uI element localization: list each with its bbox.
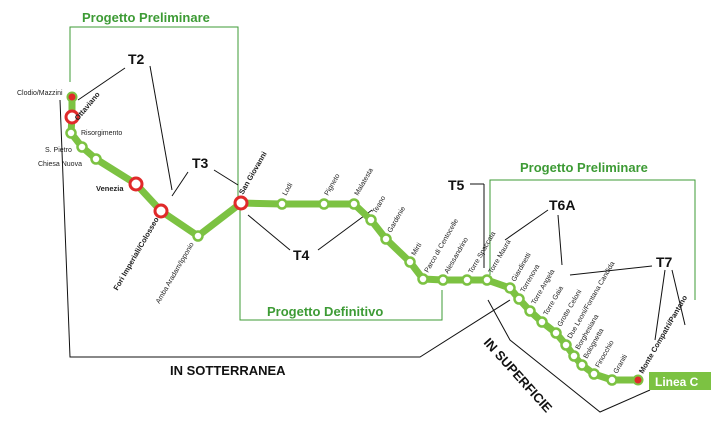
station-marker-pigneto [318, 198, 330, 210]
station-marker-due-leoni-fontana-candida [560, 339, 572, 351]
station-marker-clodio-mazzini [66, 91, 78, 103]
station-label-s-pietro: S. Pietro [45, 147, 72, 154]
station-marker-ottaviano [64, 109, 80, 125]
tratta-t4: T4 [293, 247, 310, 263]
station-marker-torrenova [513, 293, 525, 305]
station-marker-lodi [276, 198, 288, 210]
section-label-preliminare-1: Progetto Preliminare [82, 10, 210, 25]
tratta-t5: T5 [448, 177, 465, 193]
station-marker-amba-aradam-ipponio [192, 230, 204, 242]
bracket-preliminare-2 [489, 179, 696, 300]
station-label-clodio-mazzini: Clodio/Mazzini [17, 90, 63, 97]
line-badge: Linea C [649, 372, 711, 390]
bracket-preliminare-1 [69, 26, 239, 200]
station-label-gardenie: Gardenie [387, 205, 408, 234]
station-marker-giardinetti [504, 282, 516, 294]
station-label-san-giovanni: San Giovanni [237, 150, 269, 196]
tratta-t2: T2 [128, 51, 145, 67]
station-marker-teano [365, 214, 377, 226]
station-marker-chiesa-nuova [90, 153, 102, 165]
station-label-pigneto: Pigneto [324, 173, 342, 197]
bracket-definitivo [239, 210, 443, 321]
station-label-teano: Teano [372, 195, 388, 215]
section-label-preliminare-2: Progetto Preliminare [520, 160, 648, 175]
station-marker-gardenie [380, 233, 392, 245]
station-marker-parco-di-centocelle [417, 273, 429, 285]
station-label-monte-compatri-pantano: Monte Compatri/Pantano [637, 293, 689, 375]
station-label-malatesta: Malatesta [354, 167, 375, 197]
station-label-lodi: Lodi [282, 182, 295, 197]
tratta-t3: T3 [192, 155, 209, 171]
station-marker-s-pietro [76, 141, 88, 153]
station-marker-borghesiana [568, 350, 580, 362]
stations [64, 91, 644, 386]
station-marker-grotte-celoni [550, 327, 562, 339]
bracket-underground [59, 99, 511, 358]
bracket-surface [487, 299, 651, 413]
station-label-risorgimento: Risorgimento [81, 130, 122, 137]
station-marker-fori-imperiali-colosseo [153, 203, 169, 219]
zone-brackets [59, 99, 651, 413]
tratta-t6a: T6A [549, 197, 575, 213]
station-marker-mirti [404, 256, 416, 268]
station-label-ottaviano: Ottaviano [73, 90, 102, 123]
station-marker-torre-angela [524, 305, 536, 317]
station-marker-alessandrino [437, 274, 449, 286]
station-label-venezia: Venezia [96, 184, 124, 193]
station-marker-malatesta [348, 198, 360, 210]
station-marker-monte-compatri-pantano [632, 374, 644, 386]
section-label-definitivo: Progetto Definitivo [267, 304, 383, 319]
station-label-amba-aradam-ipponio: Amba Aradam/Ipponio [155, 241, 196, 305]
tratta-leaders [77, 65, 686, 341]
station-marker-bolognetta [576, 359, 588, 371]
station-marker-san-giovanni [233, 195, 249, 211]
section-brackets [69, 26, 696, 321]
station-label-mirti: Mirti [411, 242, 424, 257]
tratta-t7: T7 [656, 254, 673, 270]
station-marker-torre-spaccata [461, 274, 473, 286]
line-badge-label: Linea C [655, 375, 699, 389]
station-marker-torre-gaia [536, 316, 548, 328]
station-marker-venezia [128, 176, 144, 192]
station-label-fori-imperiali-colosseo: Fori Imperiali/Colosseo [111, 215, 160, 292]
station-marker-graniti [606, 374, 618, 386]
station-label-graniti: Graniti [613, 353, 630, 375]
line-badge-box [649, 372, 711, 390]
station-marker-finocchio [588, 368, 600, 380]
zone-label-underground: IN SOTTERRANEA [170, 363, 286, 378]
station-marker-risorgimento [65, 127, 77, 139]
station-label-chiesa-nuova: Chiesa Nuova [38, 161, 82, 168]
station-label-torre-gaia: Torre Gaia [543, 285, 565, 317]
station-marker-torre-maura [481, 274, 493, 286]
